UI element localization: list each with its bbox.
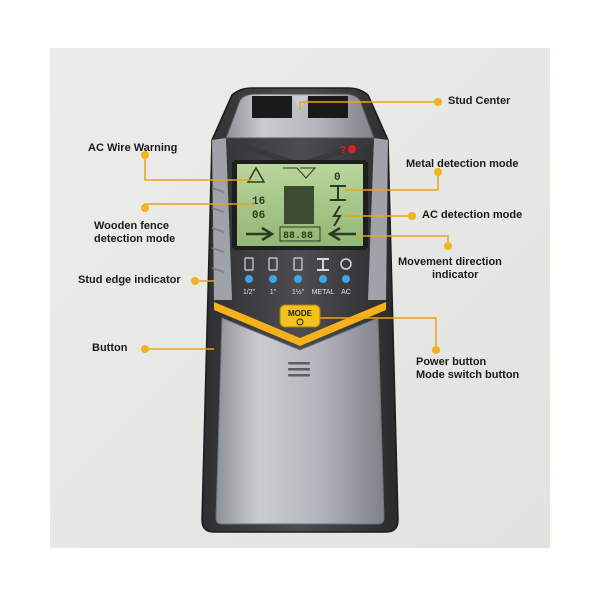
callout-ac-detection: AC detection mode — [422, 209, 522, 222]
ac-plug-icon — [340, 258, 352, 270]
callout-wooden-fence-line2: detection mode — [94, 233, 176, 245]
red-indicator-led — [348, 145, 356, 153]
led-label: METAL — [312, 289, 335, 296]
screen-ac-icon — [332, 205, 342, 227]
stud-graph — [284, 186, 314, 224]
callout-wooden-fence: Wooden fence detection mode — [94, 220, 175, 246]
side-grip-marks — [211, 187, 225, 273]
callout-button-text: Button — [92, 342, 128, 354]
led-one-half-inch — [294, 275, 302, 283]
battery-icon — [268, 257, 278, 271]
screen-metal-digit: 0 — [334, 172, 341, 184]
led-icon-row — [244, 257, 352, 271]
led-half-inch — [245, 275, 253, 283]
led-label: 1/2" — [243, 289, 256, 296]
right-rail-upper — [368, 138, 388, 300]
callout-stud-edge-text: Stud edge indicator — [78, 274, 181, 286]
callout-stud-center: Stud Center — [448, 95, 510, 108]
readout-box — [279, 226, 321, 242]
callout-movement-direction-line1: Movement direction — [398, 256, 502, 268]
callout-power-button-text: Power button — [416, 356, 487, 368]
stud-center-bar — [283, 167, 317, 179]
led-row — [245, 275, 350, 283]
callout-stud-center-text: Stud Center — [448, 95, 511, 107]
sensor-slot-left — [252, 96, 292, 118]
screen-stud-digit-bottom: 06 — [252, 210, 265, 222]
callout-mode-switch-text: Mode switch button — [416, 369, 520, 381]
callout-metal-detection: Metal detection mode — [406, 158, 518, 171]
metal-beam-icon — [317, 258, 329, 271]
callout-wooden-fence-line1: Wooden fence — [94, 220, 169, 232]
left-rail-upper — [212, 138, 232, 300]
callout-ac-wire-warning-text: AC Wire Warning — [88, 142, 178, 154]
led-ac — [342, 275, 350, 283]
left-arrow — [246, 226, 275, 242]
led-metal — [319, 275, 327, 283]
callout-movement-direction: Movement direction indicator — [398, 256, 502, 282]
lower-silver-panel — [215, 317, 385, 525]
callout-stud-edge: Stud edge indicator — [78, 274, 181, 287]
mode-button[interactable] — [279, 304, 321, 328]
led-labels: 1/2" 1" 1½" METAL AC — [243, 288, 351, 296]
led-label: AC — [341, 289, 351, 296]
callout-power-mode: Power button Mode switch button — [416, 356, 519, 382]
screen-metal-icon — [330, 185, 346, 201]
sensor-slot-right — [308, 96, 348, 118]
help-mark: ? — [340, 145, 346, 156]
lcd-content — [246, 166, 356, 242]
power-icon — [296, 318, 304, 326]
callout-ac-detection-text: AC detection mode — [422, 209, 523, 221]
led-label: 1½" — [292, 288, 305, 296]
battery-icon — [244, 257, 254, 271]
speaker-grille — [288, 362, 310, 377]
led-one-inch — [269, 275, 277, 283]
mode-button-label: MODE — [288, 309, 313, 318]
screen-stud-digit-top: 16 — [252, 196, 265, 208]
ac-warning-icon — [246, 166, 266, 183]
right-arrow — [327, 226, 356, 242]
callout-metal-detection-text: Metal detection mode — [406, 158, 519, 170]
callout-ac-wire-warning: AC Wire Warning — [88, 142, 177, 155]
screen-bottom-readout: 88.88 — [283, 231, 313, 242]
callout-dots — [141, 98, 452, 354]
callout-button: Button — [92, 342, 127, 355]
led-label: 1" — [270, 289, 277, 296]
callout-movement-direction-line2: indicator — [432, 269, 479, 281]
yellow-accent — [214, 302, 386, 346]
battery-icon — [293, 257, 303, 271]
